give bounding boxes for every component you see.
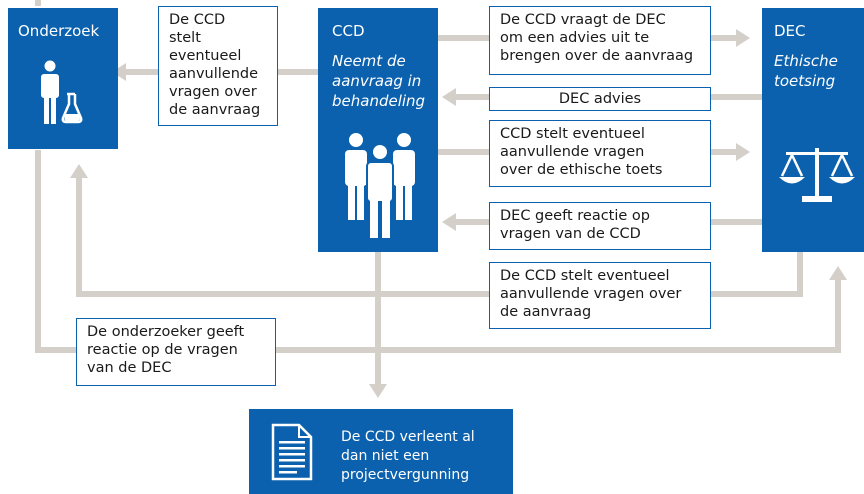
result-text: De CCD verleent al dan niet een projectv… [341,429,475,483]
onderzoek-box: Onderzoek [8,8,118,149]
arrowhead-ccd-advies [442,88,456,106]
msg-ccd-to-dec-request: De CCD vraagt de DEC om een advies uit t… [489,6,711,75]
arrowhead-result [369,384,387,398]
arrowhead-onderzoek-top [112,63,126,81]
dec-title: DEC [774,22,806,40]
group-people-icon [345,133,415,238]
msg-onderzoeker-reply: De onderzoeker geeft reactie op de vrage… [76,318,276,386]
msg-dec-advies: DEC advies [489,87,711,111]
dec-subtitle: Ethische toetsing [774,52,838,90]
msg-dec-reply: DEC geeft reactie op vragen van de CCD [489,202,711,250]
result-box: De CCD verleent al dan niet een projectv… [249,409,513,494]
msg-ccd-to-onderzoek: De CCD stelt eventueel aanvullende vrage… [158,6,278,126]
dec-box: DEC Ethische toetsing [762,8,864,252]
scales-icon [779,148,855,202]
researcher-flask-icon [41,60,83,124]
arrowhead-dec-loop [829,266,847,280]
msg-dec-to-onderzoek: De CCD stelt eventueel aanvullende vrage… [489,262,711,329]
arrowhead-ccd-reply [442,213,456,231]
ccd-subtitle: Neemt de aanvraag in behandeling [332,52,426,110]
onderzoek-title: Onderzoek [18,22,100,40]
arrowhead-dec-request [736,29,750,47]
arrowhead-dec-ethics [736,143,750,161]
ccd-box: CCD Neemt de aanvraag in behandeling [318,8,438,252]
ccd-title: CCD [332,22,365,40]
msg-ccd-ethics-questions: CCD stelt eventueel aanvullende vragen o… [489,120,711,187]
arrow-onderzoek-to-dec [35,150,841,353]
arrow-dec-to-onderzoek [76,178,803,297]
arrowhead-onderzoek-loop [70,164,88,178]
document-icon [271,423,313,481]
